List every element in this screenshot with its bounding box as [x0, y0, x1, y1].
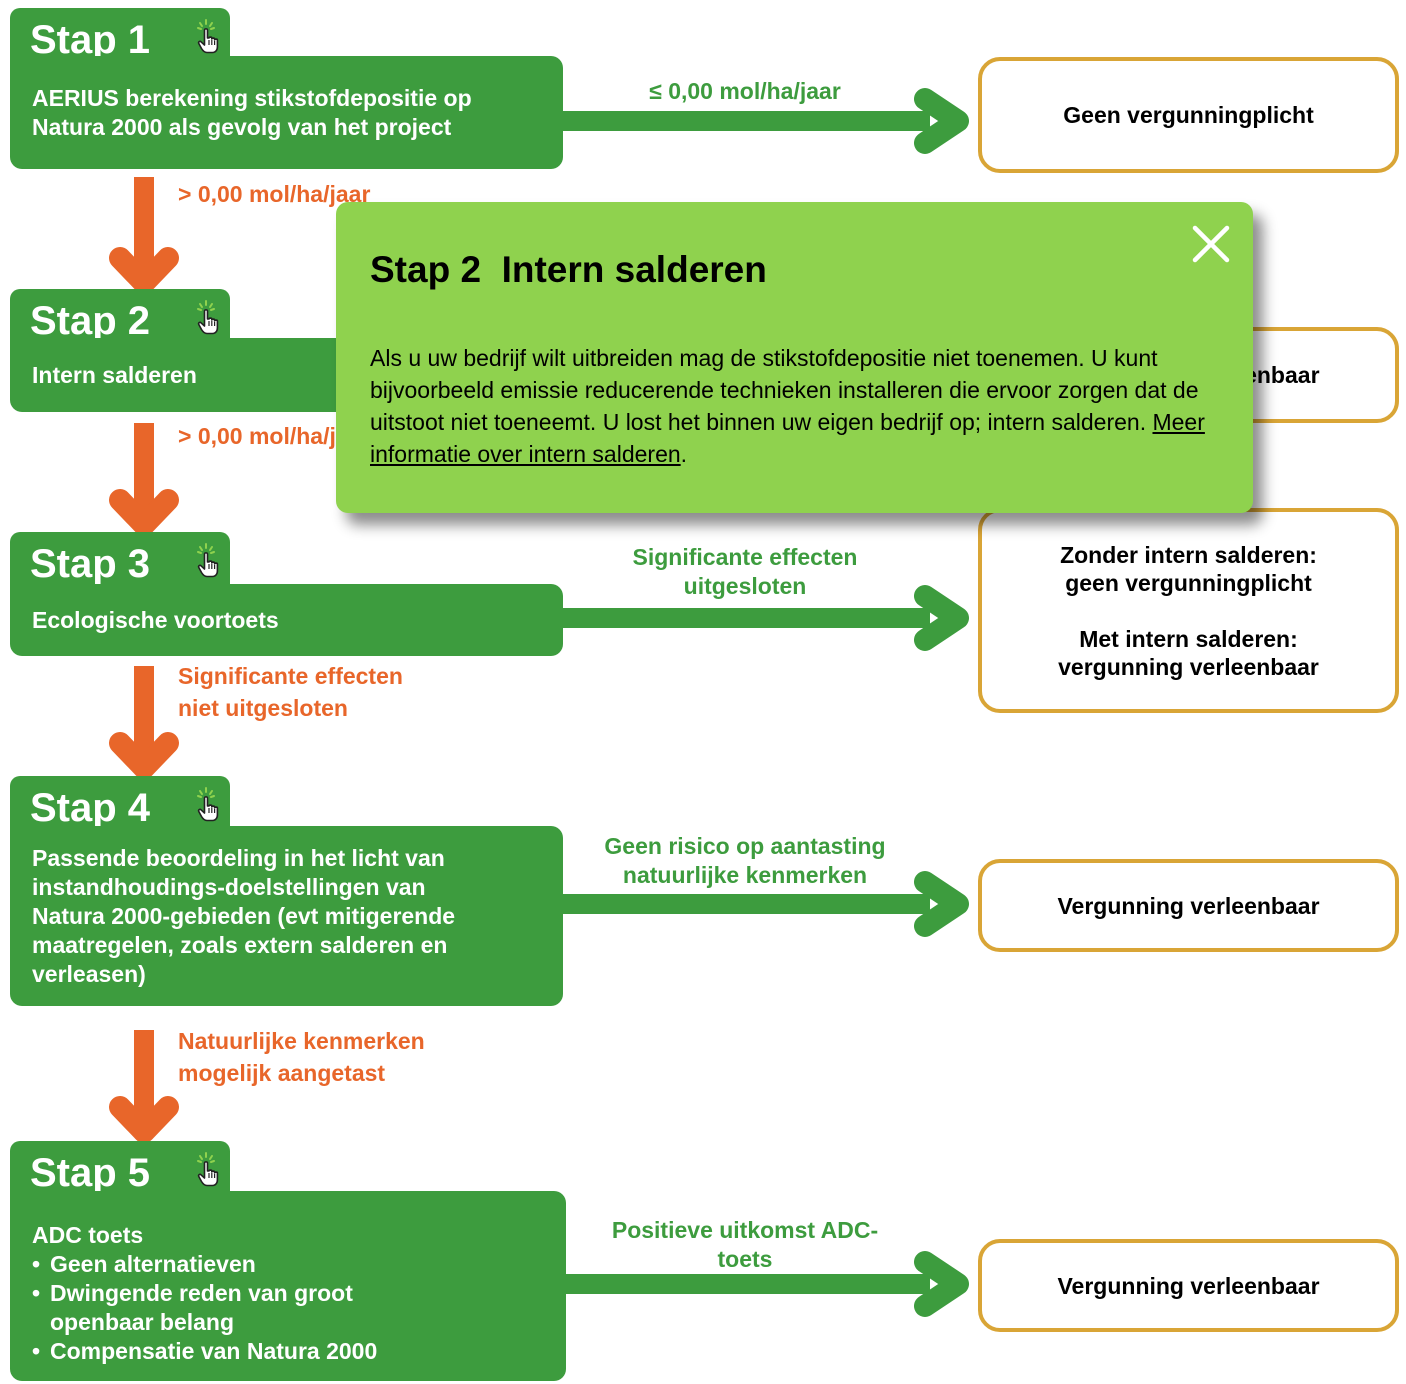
result-text: Vergunning verleenbaar	[1057, 1272, 1320, 1299]
right-label-line: Positieve uitkomst ADC-	[611, 1217, 879, 1243]
step-4-line: Natura 2000-gebieden (evt mitigerende	[32, 902, 456, 929]
result-box-5: Vergunning verleenbaar	[978, 1239, 1399, 1332]
step-1-title: Stap 1	[30, 18, 151, 62]
step-4-line: instandhoudings-doelstellingen van	[32, 873, 426, 900]
result-box-3: Zonder intern salderen: geen vergunningp…	[978, 508, 1399, 713]
popup-more-info-link[interactable]: Meer informatie over intern salderen	[370, 409, 1205, 467]
right-label-line: Significante effecten	[632, 544, 858, 570]
right-label-line: uitgesloten	[683, 573, 807, 599]
down-label-line: > 0,00 mol/ha/jaar	[178, 181, 371, 207]
step-2-title: Stap 2	[30, 299, 151, 343]
down-arrow-1	[109, 177, 179, 294]
result-text: Zonder intern salderen:	[1060, 541, 1317, 568]
pointer-hand-icon[interactable]	[192, 542, 222, 578]
close-icon[interactable]	[1191, 224, 1231, 264]
step-4-title: Stap 4	[30, 786, 151, 830]
right-arrow-3	[560, 585, 969, 651]
step-4-line: maatregelen, zoals extern salderen en	[32, 931, 448, 958]
right-label-line: Geen risico op aantasting	[604, 833, 886, 859]
down-label-line: Significante effecten	[178, 663, 403, 689]
popup-body-suffix: .	[680, 441, 688, 467]
right-label-5: Positieve uitkomst ADC- toets	[560, 1216, 930, 1274]
result-text: geen vergunningplicht	[1065, 569, 1312, 596]
popup-body: Als u uw bedrijf wilt uitbreiden mag de …	[370, 342, 1219, 470]
step-5-heading: ADC toets	[32, 1222, 144, 1248]
step-4-line: verleasen)	[32, 960, 146, 987]
info-popup: Stap 2 Intern salderen Als u uw bedrijf …	[336, 202, 1253, 513]
right-label-line: ≤ 0,00 mol/ha/jaar	[649, 78, 841, 104]
step-1-box[interactable]: AERIUS berekening stikstofdepositie op N…	[10, 56, 563, 169]
step-5-box[interactable]: ADC toets Geen alternatieven Dwingende r…	[10, 1191, 566, 1381]
down-label-line: Natuurlijke kenmerken	[178, 1028, 425, 1054]
step-3-line: Ecologische voortoets	[32, 606, 279, 633]
step-1-line: AERIUS berekening stikstofdepositie op	[32, 84, 472, 111]
right-label-1: ≤ 0,00 mol/ha/jaar	[560, 77, 930, 106]
pointer-hand-icon[interactable]	[192, 299, 222, 335]
step-4-line: Passende beoordeling in het licht van	[32, 844, 445, 871]
down-label-4: Natuurlijke kenmerken mogelijk aangetast	[178, 1025, 425, 1089]
popup-body-text: Als u uw bedrijf wilt uitbreiden mag de …	[370, 345, 1199, 435]
step-4-box[interactable]: Passende beoordeling in het licht van in…	[10, 826, 563, 1006]
pointer-hand-icon[interactable]	[192, 1151, 222, 1187]
result-text: vergunning verleenbaar	[1058, 653, 1319, 680]
bullet-item: Geen alternatieven	[32, 1250, 544, 1279]
step-2-line: Intern salderen	[32, 361, 197, 388]
step-3-box[interactable]: Ecologische voortoets	[10, 584, 563, 656]
down-arrow-4	[109, 1030, 179, 1143]
pointer-hand-icon[interactable]	[192, 786, 222, 822]
result-text: Met intern salderen:	[1079, 625, 1298, 652]
down-arrow-2	[109, 423, 179, 536]
right-label-4: Geen risico op aantasting natuurlijke ke…	[560, 832, 930, 890]
step-5-title: Stap 5	[30, 1151, 151, 1195]
right-arrow-5	[560, 1251, 969, 1317]
right-arrow-4	[560, 871, 969, 937]
right-label-line: natuurlijke kenmerken	[622, 862, 868, 888]
step-1-line: Natura 2000 als gevolg van het project	[32, 113, 452, 140]
down-arrow-3	[109, 666, 179, 779]
down-label-line: niet uitgesloten	[178, 695, 348, 721]
result-text: Vergunning verleenbaar	[1057, 892, 1320, 919]
result-box-1: Geen vergunningplicht	[978, 57, 1399, 173]
result-text: Geen vergunningplicht	[1063, 102, 1314, 128]
pointer-hand-icon[interactable]	[192, 18, 222, 54]
right-label-line: toets	[717, 1246, 773, 1272]
step-5-bullets: Geen alternatieven Dwingende reden van g…	[32, 1250, 544, 1366]
step-3-title: Stap 3	[30, 542, 151, 586]
down-label-line: mogelijk aangetast	[178, 1060, 386, 1086]
right-arrow-1	[560, 88, 969, 154]
result-box-4: Vergunning verleenbaar	[978, 859, 1399, 952]
bullet-item: Dwingende reden van groot openbaar belan…	[32, 1279, 390, 1337]
right-label-3: Significante effecten uitgesloten	[560, 543, 930, 601]
step-3-tab[interactable]: Stap 3	[10, 532, 230, 592]
down-label-3: Significante effecten niet uitgesloten	[178, 660, 403, 724]
bullet-item: Compensatie van Natura 2000	[32, 1337, 544, 1366]
down-label-1: > 0,00 mol/ha/jaar	[178, 178, 370, 210]
popup-title: Stap 2 Intern salderen	[370, 249, 767, 290]
